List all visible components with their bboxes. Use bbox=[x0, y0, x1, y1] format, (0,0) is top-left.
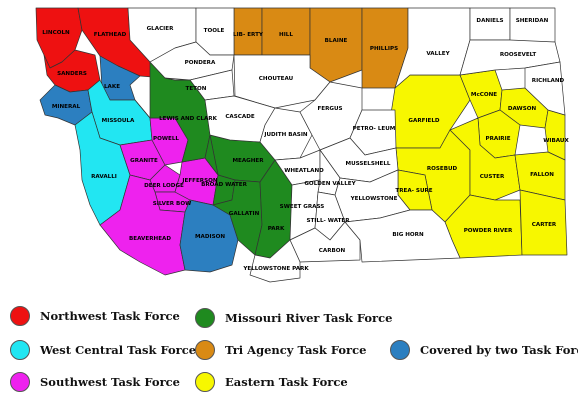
county-richland bbox=[524, 61, 566, 116]
label-carbon: CARBON bbox=[319, 248, 346, 254]
county-teton bbox=[164, 69, 235, 101]
label-flathead: FLATHEAD bbox=[94, 32, 127, 38]
legend-label-northwest: Northwest Task Force bbox=[40, 309, 180, 323]
label-fallon: FALLON bbox=[530, 172, 554, 178]
label-sheridan: SHERIDAN bbox=[516, 18, 549, 24]
label-cascade: CASCADE bbox=[225, 114, 255, 120]
county-judith-basin bbox=[259, 107, 313, 161]
legend-label-west-central: West Central Task Force bbox=[40, 343, 197, 357]
label-powell: POWELL bbox=[153, 136, 179, 142]
label-roosevelt: ROOSEVELT bbox=[500, 52, 536, 58]
label-rosebud: ROSEBUD bbox=[427, 166, 458, 172]
label-stillwater: STILL- WATER bbox=[306, 218, 350, 224]
label-mineral: MINERAL bbox=[52, 104, 81, 110]
county-sheridan bbox=[509, 7, 556, 43]
legend-swatch-northwest bbox=[10, 306, 30, 326]
legend-item-missouri-river: Missouri River Task Force bbox=[195, 308, 392, 328]
label-sweet-grass: SWEET GRASS bbox=[280, 204, 325, 210]
label-missoula: MISSOULA bbox=[102, 118, 135, 124]
label-glacier: GLACIER bbox=[147, 26, 174, 32]
label-lewis-and-clark: LEWIS AND CLARK bbox=[159, 116, 218, 122]
label-lake: LAKE bbox=[104, 84, 120, 90]
label-powder-river: POWDER RIVER bbox=[464, 228, 513, 234]
label-hill: HILL bbox=[279, 32, 293, 38]
label-prairie: PRAIRIE bbox=[485, 136, 510, 142]
label-mccone: McCONE bbox=[471, 92, 497, 98]
label-richland: RICHLAND bbox=[532, 78, 565, 84]
label-beaverhead: BEAVERHEAD bbox=[129, 236, 171, 242]
label-silver-bow: SILVER BOW bbox=[153, 201, 192, 207]
label-pondera: PONDERA bbox=[185, 60, 216, 66]
label-judith-basin: JUDITH BASIN bbox=[263, 132, 307, 138]
label-garfield: GARFIELD bbox=[408, 118, 440, 124]
label-fergus: FERGUS bbox=[317, 106, 342, 112]
label-deer-lodge: DEER LODGE bbox=[144, 183, 184, 189]
legend-label-tri-agency: Tri Agency Task Force bbox=[225, 343, 367, 357]
legend-swatch-southwest bbox=[10, 372, 30, 392]
legend-item-west-central: West Central Task Force bbox=[10, 340, 196, 360]
legend: Northwest Task Force Missouri River Task… bbox=[0, 300, 578, 395]
label-madison: MADISON bbox=[195, 234, 225, 240]
label-jefferson: JEFFERSON bbox=[181, 178, 217, 184]
label-lincoln: LINCOLN bbox=[42, 30, 70, 36]
county-big-horn bbox=[344, 209, 461, 263]
label-liberty: LIB- ERTY bbox=[233, 32, 264, 38]
legend-swatch-tri-agency bbox=[195, 340, 215, 360]
label-phillips: PHILLIPS bbox=[370, 46, 398, 52]
county-yellowstone-park bbox=[249, 239, 301, 283]
legend-item-northwest: Northwest Task Force bbox=[10, 306, 180, 326]
label-valley: VALLEY bbox=[426, 51, 450, 57]
label-yellowstone-park: YELLOWSTONE PARK bbox=[242, 266, 309, 272]
legend-swatch-missouri-river bbox=[195, 308, 215, 328]
label-dawson: DAWSON bbox=[508, 106, 537, 112]
label-sanders: SANDERS bbox=[57, 71, 87, 77]
legend-item-eastern: Eastern Task Force bbox=[195, 372, 348, 392]
legend-item-southwest: Southwest Task Force bbox=[10, 372, 180, 392]
legend-item-tri-agency: Tri Agency Task Force bbox=[195, 340, 366, 360]
legend-label-missouri-river: Missouri River Task Force bbox=[225, 311, 393, 325]
label-chouteau: CHOUTEAU bbox=[259, 76, 294, 82]
label-custer: CUSTER bbox=[480, 174, 505, 180]
label-broad-water: BROAD WATER bbox=[201, 182, 248, 188]
county-blaine bbox=[309, 7, 363, 83]
label-big-horn: BIG HORN bbox=[392, 232, 424, 238]
legend-label-two-forces: Covered by two Task Forces bbox=[420, 343, 578, 357]
county-daniels bbox=[469, 7, 511, 41]
label-gallatin: GALLATIN bbox=[229, 211, 260, 217]
county-wibaux bbox=[544, 109, 566, 161]
label-meagher: MEAGHER bbox=[232, 158, 264, 164]
label-toole: TOOLE bbox=[204, 28, 225, 34]
montana-task-force-map: LINCOLN FLATHEAD SANDERS LAKE MINERAL MI… bbox=[35, 7, 569, 283]
label-treasure: TREA- SURE bbox=[395, 188, 432, 194]
legend-label-eastern: Eastern Task Force bbox=[225, 375, 348, 389]
legend-item-two-forces: Covered by two Task Forces bbox=[390, 340, 578, 360]
county-madison bbox=[179, 199, 239, 273]
county-fallon bbox=[514, 151, 566, 201]
label-wibaux: WIBAUX bbox=[543, 138, 569, 144]
label-ravalli: RAVALLI bbox=[91, 174, 117, 180]
label-wheatland: WHEATLAND bbox=[284, 168, 324, 174]
label-golden-valley: GOLDEN VALLEY bbox=[304, 181, 356, 187]
label-blaine: BLAINE bbox=[325, 38, 348, 44]
county-carter bbox=[519, 189, 568, 256]
legend-swatch-eastern bbox=[195, 372, 215, 392]
label-teton: TETON bbox=[186, 86, 207, 92]
label-petroleum: PETRO- LEUM bbox=[353, 126, 396, 132]
label-park: PARK bbox=[268, 226, 285, 232]
legend-swatch-two-forces bbox=[390, 340, 410, 360]
label-yellowstone: YELLOWSTONE bbox=[350, 196, 398, 202]
label-musselshell: MUSSELSHELL bbox=[346, 161, 391, 167]
legend-swatch-west-central bbox=[10, 340, 30, 360]
label-daniels: DANIELS bbox=[476, 18, 503, 24]
legend-label-southwest: Southwest Task Force bbox=[40, 375, 180, 389]
label-carter: CARTER bbox=[532, 222, 557, 228]
label-granite: GRANITE bbox=[130, 158, 158, 164]
